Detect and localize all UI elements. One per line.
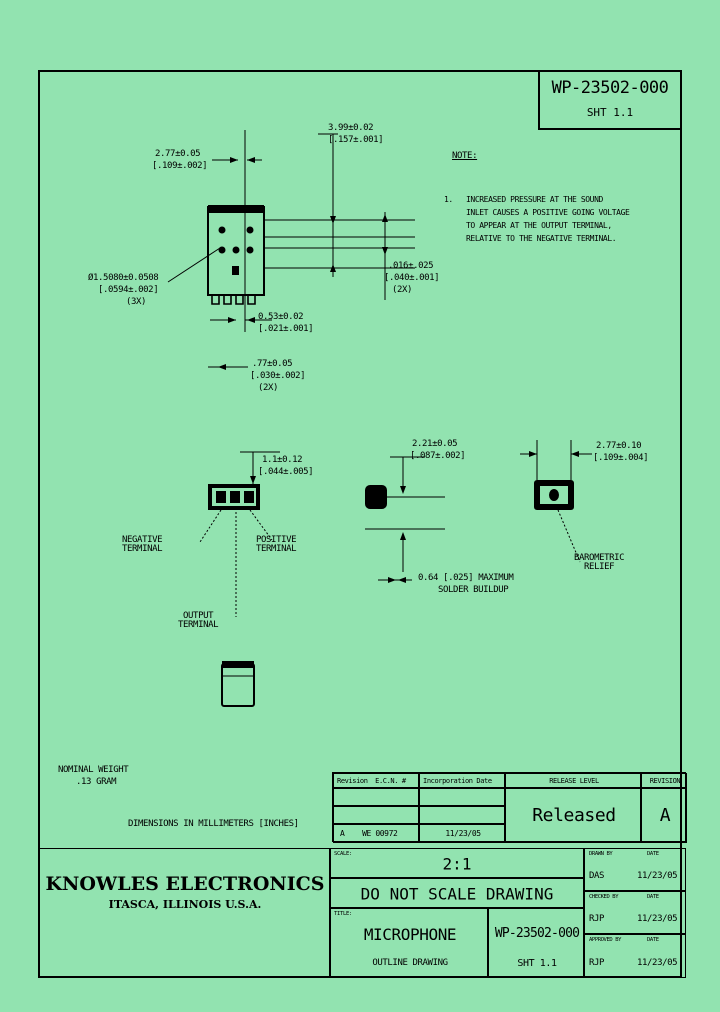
dim-pitch-mm: .77±0.05 — [252, 359, 293, 369]
signoff-approved-name: RJP — [589, 958, 605, 968]
revision-col-header-cell: REVISION — [641, 773, 687, 788]
scale-value: 2:1 — [442, 854, 472, 874]
release-level-value: Released — [532, 805, 616, 826]
release-level-header-label: RELEASE LEVEL — [549, 777, 599, 785]
dim-height-mm: 2.21±0.05 — [412, 439, 458, 449]
dim-term-mm: 1.1±0.12 — [262, 455, 303, 465]
signoff-drawn-date: 11/23/05 — [637, 871, 678, 881]
note-line-3: TO APPEAR AT THE OUTPUT TERMINAL, — [466, 221, 612, 230]
callout-barometric-relief: BAROMETRIC RELIEF — [574, 553, 625, 573]
incorporation-date-header-cell: Incorporation Date — [419, 773, 505, 788]
note-line-2: INLET CAUSES A POSITIVE GOING VOLTAGE — [466, 208, 630, 217]
callout-output-terminal: OUTPUT TERMINAL — [178, 611, 219, 631]
dim-pad-qty: (2X) — [392, 285, 413, 295]
do-not-scale-cell: DO NOT SCALE DRAWING — [330, 878, 584, 908]
revision-col-header-label: REVISION — [649, 777, 681, 785]
dim-baro-in: [.109±.004] — [593, 453, 649, 463]
scale-label: SCALE: — [334, 851, 353, 857]
signoff-checked-date: 11/23/05 — [637, 914, 678, 924]
title-sheet-number: SHT 1.1 — [517, 958, 557, 969]
company-block: KNOWLES ELECTRONICS ITASCA, ILLINOIS U.S… — [38, 848, 330, 978]
note-heading: NOTE: — [452, 151, 478, 161]
dim-hole-dia-in: [.0594±.002] — [98, 285, 159, 295]
revision-letter-cell: A — [641, 788, 687, 843]
dim-length-in: [.157±.001] — [328, 135, 384, 145]
revision-row-date-cell — [419, 806, 505, 824]
title-block: KNOWLES ELECTRONICS ITASCA, ILLINOIS U.S… — [38, 848, 686, 978]
dim-pad-in: [.040±.001] — [384, 273, 440, 283]
solder-note-line2: SOLDER BUILDUP — [438, 585, 509, 595]
signoff-approved-date: 11/23/05 — [637, 958, 678, 968]
signoff-drawn-role: DRAWN BY — [589, 851, 613, 857]
revision-table: Revision E.C.N. # Incorporation Date REL… — [332, 772, 687, 843]
company-name-group: KNOWLES ELECTRONICS ITASCA, ILLINOIS U.S… — [39, 859, 331, 925]
sheet-number-title: SHT 1.1 — [586, 106, 634, 119]
revision-row-date-value: 11/23/05 — [445, 829, 481, 838]
dim-width-mm: 2.77±0.05 — [155, 149, 201, 159]
company-location: ITASCA, ILLINOIS U.S.A. — [108, 898, 262, 911]
note-line-4: RELATIVE TO THE NEGATIVE TERMINAL. — [466, 234, 617, 243]
signoff-drawn-name: DAS — [589, 871, 605, 881]
signoff-drawn-cell: DRAWN BY DATE DAS 11/23/05 — [584, 848, 686, 891]
revision-header-cell: Revision E.C.N. # — [333, 773, 419, 788]
top-view-drawing — [167, 130, 592, 707]
revision-row-value: A WE 00972 — [340, 829, 398, 838]
callout-negative-terminal: NEGATIVE TERMINAL — [122, 535, 163, 555]
nominal-weight-label: NOMINAL WEIGHT — [58, 765, 129, 775]
note-marker: 1. — [444, 195, 453, 204]
dim-pitch-qty: (2X) — [258, 383, 279, 393]
release-level-cell: Released — [505, 788, 641, 843]
signoff-drawn-date-label: DATE — [647, 851, 659, 857]
signoff-approved-cell: APPROVED BY DATE RJP 11/23/05 — [584, 934, 686, 978]
title-label: TITLE: — [334, 911, 353, 917]
dim-offset-in: [.021±.001] — [258, 324, 314, 334]
dim-pitch-in: [.030±.002] — [250, 371, 306, 381]
note-line-1: INCREASED PRESSURE AT THE SOUND — [466, 195, 603, 204]
title-part-number: WP-23502-000 — [494, 926, 580, 941]
dim-width-in: [.109±.002] — [152, 161, 208, 171]
revision-letter-value: A — [659, 805, 671, 826]
title-value: MICROPHONE — [363, 925, 457, 944]
revision-header-label: Revision E.C.N. # — [337, 777, 406, 785]
dim-term-in: [.044±.005] — [258, 467, 314, 477]
callout-positive-terminal: POSITIVE TERMINAL — [256, 535, 297, 555]
part-number-title: WP-23502-000 — [551, 78, 669, 98]
signoff-checked-date-label: DATE — [647, 894, 659, 900]
dim-hole-qty: (3X) — [126, 297, 147, 307]
part-number-block: WP-23502-000 SHT 1.1 — [538, 70, 682, 130]
dim-height-in: [.087±.002] — [410, 451, 466, 461]
subtitle-value: OUTLINE DRAWING — [372, 958, 448, 968]
scale-cell: SCALE: 2:1 — [330, 848, 584, 878]
signoff-checked-cell: CHECKED BY DATE RJP 11/23/05 — [584, 891, 686, 934]
company-name: KNOWLES ELECTRONICS — [46, 873, 325, 895]
revision-row-date-cell — [419, 788, 505, 806]
revision-row-date-cell: 11/23/05 — [419, 824, 505, 843]
company-name-text: KNOWLES ELECTRONICS — [45, 873, 325, 895]
dim-offset-mm: 0.53±0.02 — [258, 312, 304, 322]
signoff-checked-role: CHECKED BY — [589, 894, 619, 900]
dim-length-mm: 3.99±0.02 — [328, 123, 374, 133]
solder-note-line1: 0.64 [.025] MAXIMUM — [418, 573, 514, 583]
revision-row-cell: A WE 00972 — [333, 824, 419, 843]
revision-row-cell — [333, 806, 419, 824]
signoff-approved-role: APPROVED BY — [589, 937, 622, 943]
do-not-scale-label: DO NOT SCALE DRAWING — [360, 884, 554, 904]
dim-pad-mm: .016±.025 — [388, 261, 434, 271]
incorporation-date-header-label: Incorporation Date — [423, 777, 492, 785]
release-level-header-cell: RELEASE LEVEL — [505, 773, 641, 788]
signoff-approved-date-label: DATE — [647, 937, 659, 943]
title-cell: TITLE: MICROPHONE OUTLINE DRAWING — [330, 908, 488, 978]
drawing-border: WP-23502-000 SHT 1.1 NOTE: 1. INCREASED … — [38, 70, 687, 978]
dim-baro-mm: 2.77±0.10 — [596, 441, 642, 451]
units-note: DIMENSIONS IN MILLIMETERS [INCHES] — [128, 819, 299, 829]
signoff-checked-name: RJP — [589, 914, 605, 924]
dim-hole-dia: Ø1.5080±0.0508 — [88, 273, 159, 283]
revision-row-cell — [333, 788, 419, 806]
title-part-number-cell: WP-23502-000 SHT 1.1 — [488, 908, 584, 978]
nominal-weight-value: .13 GRAM — [76, 777, 117, 787]
